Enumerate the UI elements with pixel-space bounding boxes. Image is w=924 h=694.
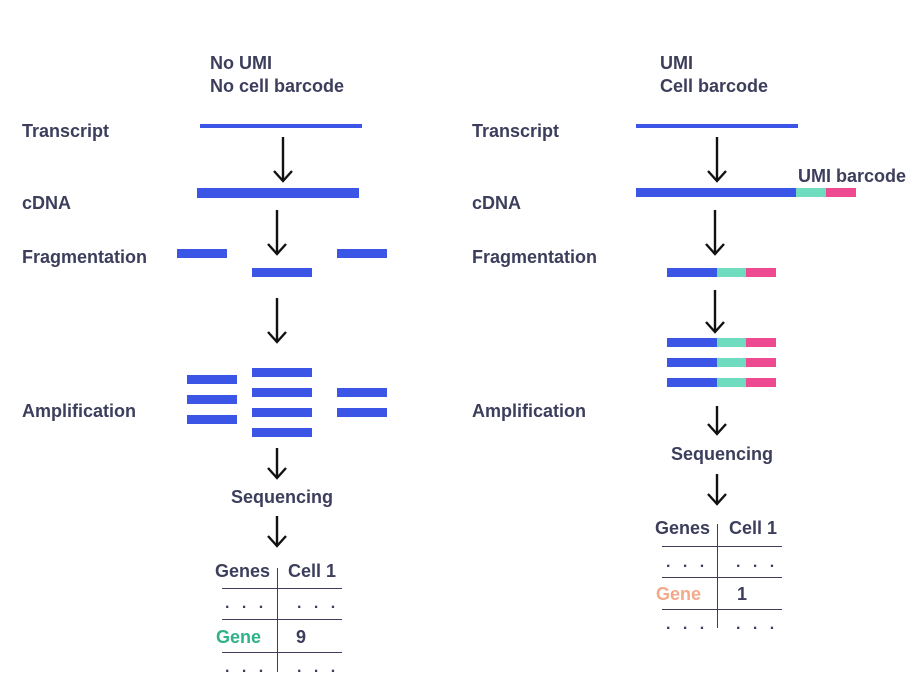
left-step-fragmentation: Fragmentation (22, 247, 148, 267)
barcode-segment (746, 338, 776, 347)
barcode-segment (746, 358, 776, 367)
table-ellipsis: . . . (297, 659, 340, 676)
table-ellipsis: . . . (225, 595, 268, 612)
table-divider (222, 652, 342, 653)
left-header-line1: No UMI (210, 53, 272, 73)
cdna-segment (667, 358, 717, 367)
right-arrow-down-icon (707, 474, 727, 506)
right-arrow-down-icon (705, 290, 725, 334)
table-header-cell1: Cell 1 (729, 518, 778, 538)
right-header-line2: Cell barcode (660, 76, 769, 96)
left-step-cdna: cDNA (22, 193, 72, 213)
table-gene-label: Gene (216, 627, 262, 647)
umi-barcode-label: UMI barcode (798, 166, 907, 186)
umi-segment (717, 338, 746, 347)
barcode-segment (826, 188, 856, 197)
table-gene-label: Gene (656, 584, 702, 604)
table-divider (662, 609, 782, 610)
umi-segment (796, 188, 826, 197)
left-amplified-fragment (187, 395, 237, 404)
left-arrow-down-icon (267, 516, 287, 548)
left-arrow-down-icon (267, 448, 287, 480)
cdna-segment (636, 188, 796, 197)
left-arrow-down-icon (267, 298, 287, 344)
table-ellipsis: . . . (297, 595, 340, 612)
table-gene-count: 9 (296, 627, 307, 647)
left-amplified-fragment (252, 388, 312, 397)
left-fragment (337, 249, 387, 258)
table-divider (717, 524, 718, 628)
left-amplified-fragment (187, 415, 237, 424)
right-arrow-down-icon (707, 137, 727, 183)
barcode-segment (746, 268, 776, 277)
cdna-segment (667, 378, 717, 387)
left-amplified-fragment (252, 368, 312, 377)
right-transcript-strand (636, 124, 798, 128)
cdna-segment (667, 338, 717, 347)
right-header-line1: UMI (660, 53, 693, 73)
left-arrow-down-icon (267, 210, 287, 256)
table-ellipsis: . . . (225, 659, 268, 676)
left-arrow-down-icon (273, 137, 293, 183)
table-divider (662, 546, 782, 547)
umi-segment (717, 268, 746, 277)
table-divider (277, 568, 278, 672)
left-transcript-strand (200, 124, 362, 128)
barcode-segment (746, 378, 776, 387)
table-header-genes: Genes (655, 518, 711, 538)
left-fragment (252, 268, 312, 277)
left-amplified-fragment (337, 408, 387, 417)
table-header-cell1: Cell 1 (288, 561, 337, 581)
left-amplified-fragment (252, 408, 312, 417)
table-divider (662, 577, 782, 578)
table-divider (222, 619, 342, 620)
cdna-segment (667, 268, 717, 277)
left-fragment (177, 249, 227, 258)
left-step-transcript: Transcript (22, 121, 110, 141)
table-ellipsis: . . . (736, 554, 779, 571)
left-amplified-fragment (252, 428, 312, 437)
right-arrow-down-icon (705, 210, 725, 256)
left-cdna-strand (197, 188, 359, 198)
right-step-amplification: Amplification (472, 401, 587, 421)
left-amplified-fragment (187, 375, 237, 384)
right-step-sequencing: Sequencing (671, 444, 774, 464)
table-header-genes: Genes (215, 561, 271, 581)
left-step-amplification: Amplification (22, 401, 137, 421)
left-amplified-fragment (337, 388, 387, 397)
table-ellipsis: . . . (736, 616, 779, 633)
umi-segment (717, 378, 746, 387)
left-step-sequencing: Sequencing (231, 487, 334, 507)
right-arrow-down-icon (707, 406, 727, 436)
table-ellipsis: . . . (666, 554, 709, 571)
table-gene-count: 1 (737, 584, 748, 604)
left-header-line2: No cell barcode (210, 76, 345, 96)
right-step-fragmentation: Fragmentation (472, 247, 598, 267)
right-step-cdna: cDNA (472, 193, 522, 213)
right-step-transcript: Transcript (472, 121, 560, 141)
umi-segment (717, 358, 746, 367)
table-ellipsis: . . . (666, 616, 709, 633)
table-divider (222, 588, 342, 589)
